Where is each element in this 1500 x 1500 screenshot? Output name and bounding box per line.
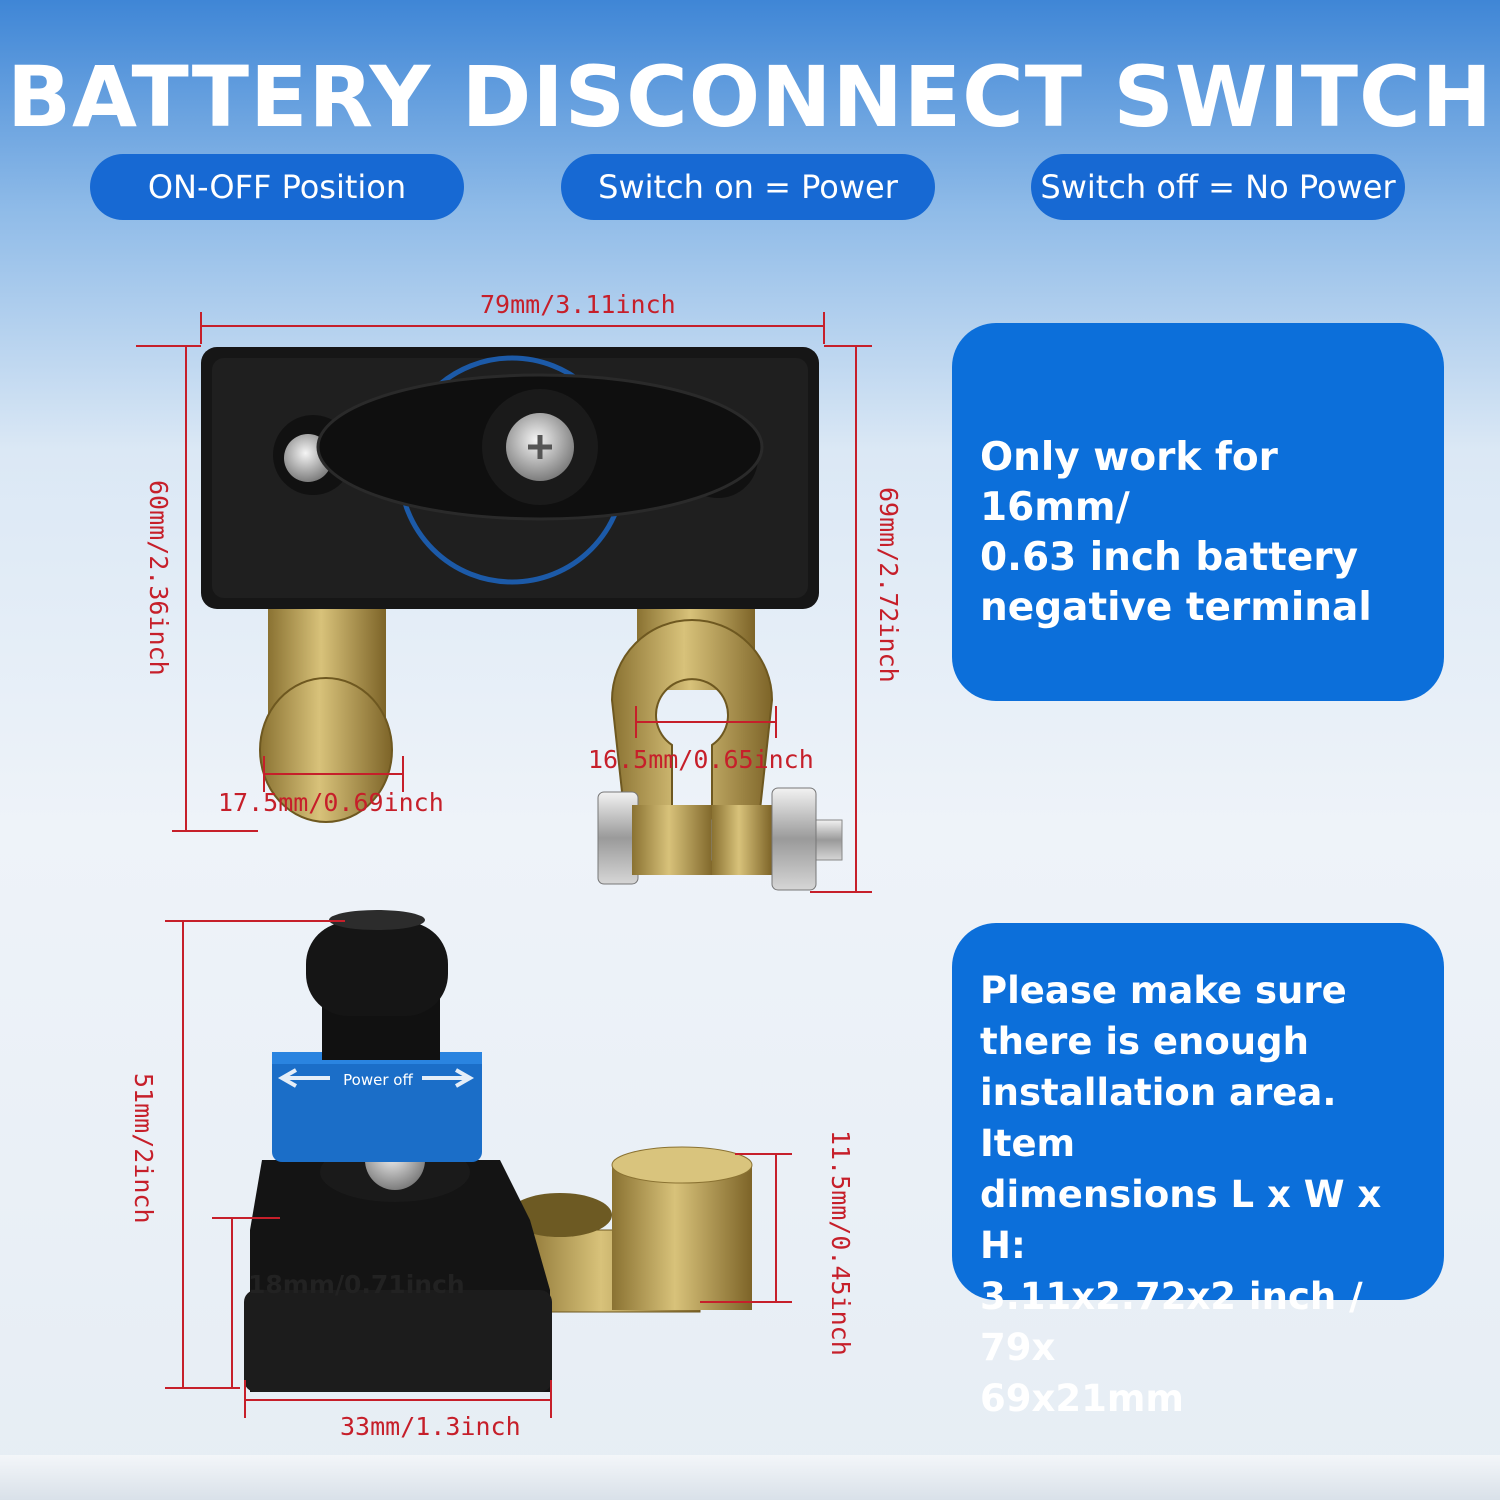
dimension-side-height: 51mm/2inch bbox=[129, 1073, 158, 1224]
info-line: negative terminal bbox=[980, 585, 1372, 630]
dimension-side-width: 33mm/1.3inch bbox=[340, 1412, 521, 1441]
side-view-switch: Power off bbox=[244, 910, 753, 1392]
info-line: Only work for 16mm/ bbox=[980, 435, 1278, 530]
floor-reflection bbox=[0, 1455, 1500, 1500]
side-dimension-lines bbox=[165, 920, 792, 1418]
info-line: there is enough bbox=[980, 1020, 1309, 1063]
dimension-top-left-height: 60mm/2.36inch bbox=[144, 480, 173, 676]
terminal-clamp bbox=[610, 619, 774, 811]
pill-on-off-position: ON-OFF Position bbox=[90, 154, 464, 220]
knob-label-text: Power off bbox=[343, 1071, 413, 1089]
left-post bbox=[259, 677, 393, 823]
info-line: 69x21mm bbox=[980, 1377, 1184, 1420]
page-title: BATTERY DISCONNECT SWITCH bbox=[7, 48, 1493, 146]
info-line: 3.11x2.72x2 inch / 79x bbox=[980, 1275, 1363, 1369]
dimension-clamp-diameter: 16.5mm/0.65inch bbox=[588, 745, 814, 774]
blue-label-band bbox=[272, 1052, 482, 1162]
dimension-post-height: 11.5mm/0.45inch bbox=[826, 1130, 855, 1356]
info-box-installation-area: Please make sure there is enough install… bbox=[952, 923, 1444, 1420]
side-knob bbox=[306, 922, 448, 1016]
top-view-switch bbox=[201, 347, 843, 891]
dimension-post-diameter: 17.5mm/0.69inch bbox=[218, 788, 444, 817]
info-line: installation area. Item bbox=[980, 1071, 1337, 1165]
dimension-top-width: 79mm/3.11inch bbox=[480, 290, 676, 319]
dimension-top-right-height: 69mm/2.72inch bbox=[874, 487, 903, 683]
pill-switch-off: Switch off = No Power bbox=[1031, 154, 1405, 220]
info-line: 0.63 inch battery bbox=[980, 535, 1359, 580]
info-line: dimensions L x W x H: bbox=[980, 1173, 1382, 1267]
nut bbox=[771, 787, 817, 891]
info-line: Please make sure bbox=[980, 969, 1347, 1012]
side-brass-post bbox=[612, 1165, 752, 1310]
dimension-base-height: 18mm/0.71inch bbox=[248, 1270, 465, 1299]
info-box-terminal-fit: Only work for 16mm/ 0.63 inch battery ne… bbox=[952, 323, 1444, 701]
top-dimension-lines bbox=[136, 312, 872, 893]
pill-switch-on: Switch on = Power bbox=[561, 154, 935, 220]
